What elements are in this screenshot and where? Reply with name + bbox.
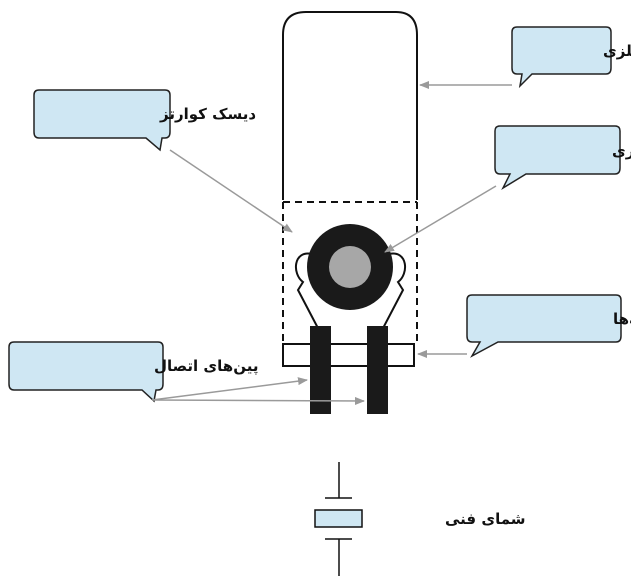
callout-metal-electrode: الکترود فلزی [494,125,631,190]
metal-cover-label: پوشش فلزی [603,42,631,61]
metal-electrode [329,246,371,288]
dashed-housing [282,201,418,344]
disk-support-leads [295,252,406,333]
callout-connection-pins: پین‌های اتصال [8,341,258,403]
connection-pins-label: پین‌های اتصال [154,357,258,376]
lead-separator-label: جداکننده‌ی پایه‌ها [613,310,631,329]
arrow-metal-electrode [384,185,497,253]
callout-metal-cover: پوشش فلزی [511,26,631,89]
connection-pin-right [367,326,388,414]
metal-electrode-label: الکترود فلزی [612,142,631,160]
arrow-quartz-disk [169,149,293,233]
callout-lead-separator: جداکننده‌ی پایه‌ها [466,294,631,358]
quartz-disk-label: دیسک کوارتز [159,105,256,123]
arrow-connection-pin-right [151,396,365,405]
pointer-arrows [151,81,512,405]
callout-quartz-disk: دیسک کوارتز [33,89,256,152]
crystal-schematic-symbol [314,462,363,576]
connection-pin-left [310,326,331,414]
arrow-connection-pin-left [151,377,308,401]
schematic-symbol-label: شمای فنی [445,510,526,528]
lead-separator [282,343,415,367]
metal-cover-shape [282,11,418,200]
